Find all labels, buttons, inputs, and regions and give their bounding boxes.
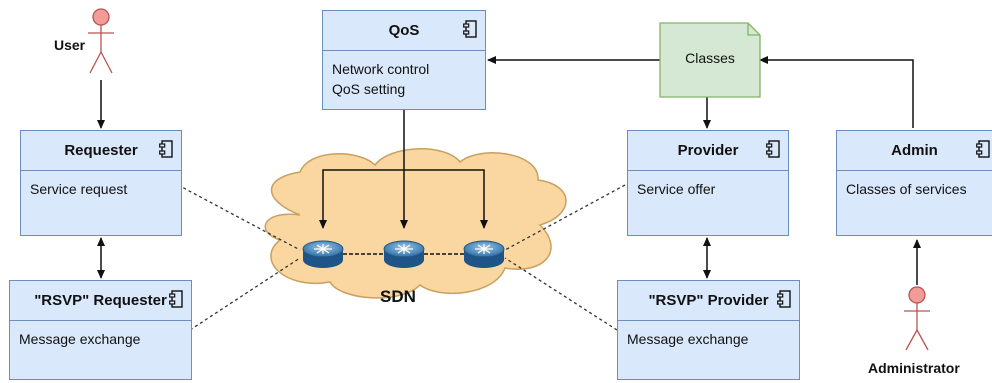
router-icon [302,240,344,268]
admin-to-classes-arrow [759,56,914,128]
rsvp-provider-component: "RSVP" Provider Message exchange [617,280,800,380]
rsvp-requester-line-1: Message exchange [19,331,141,347]
requester-component: Requester Service request [20,130,182,236]
admin-title: Admin [891,142,938,159]
administrator-label: Administrator [868,360,960,376]
qos-title: QoS [388,22,420,39]
requester-title: Requester [64,142,138,159]
rsvp-provider-line-1: Message exchange [627,331,749,347]
rsvp-requester-header: "RSVP" Requester [10,281,191,321]
provider-title: Provider [677,142,739,159]
admin-header: Admin [837,131,992,171]
router-icon [383,240,425,268]
component-icon [976,140,990,158]
sdn-label: SDN [380,287,416,306]
admin-component: Admin Classes of services [836,130,992,236]
qos-to-router-1-arrow [319,169,404,229]
rsvp-requester-router-link [189,257,301,331]
user-label: User [54,37,86,53]
component-icon [766,140,780,158]
requester-header: Requester [21,131,181,171]
sdn-cloud [264,148,567,299]
rsvp-provider-title: "RSVP" Provider [648,292,769,309]
qos-component: QoS Network control QoS setting [322,10,486,110]
provider-component: Provider Service offer [627,130,789,236]
qos-line-2: QoS setting [332,81,406,97]
component-icon [463,20,477,38]
requester-line-1: Service request [30,181,128,197]
rsvp-provider-header: "RSVP" Provider [618,281,799,321]
administrator-actor-icon [904,286,930,351]
classes-note-shape [659,22,761,98]
rsvp-requester-title: "RSVP" Requester [34,292,167,309]
provider-router-link [504,184,626,251]
user-actor-icon [88,8,114,74]
qos-line-1: Network control [332,61,430,77]
component-icon [169,290,183,308]
rsvp-provider-router-link [504,257,618,331]
requester-router-link [177,184,301,251]
classes-note-label: Classes [685,50,735,66]
admin-line-1: Classes of services [846,181,967,197]
provider-header: Provider [628,131,788,171]
qos-to-router-3-arrow [404,169,488,229]
component-icon [159,140,173,158]
rsvp-requester-component: "RSVP" Requester Message exchange [9,280,192,380]
qos-header: QoS [323,11,485,51]
component-icon [777,290,791,308]
provider-line-1: Service offer [637,181,716,197]
router-icon [463,240,505,268]
